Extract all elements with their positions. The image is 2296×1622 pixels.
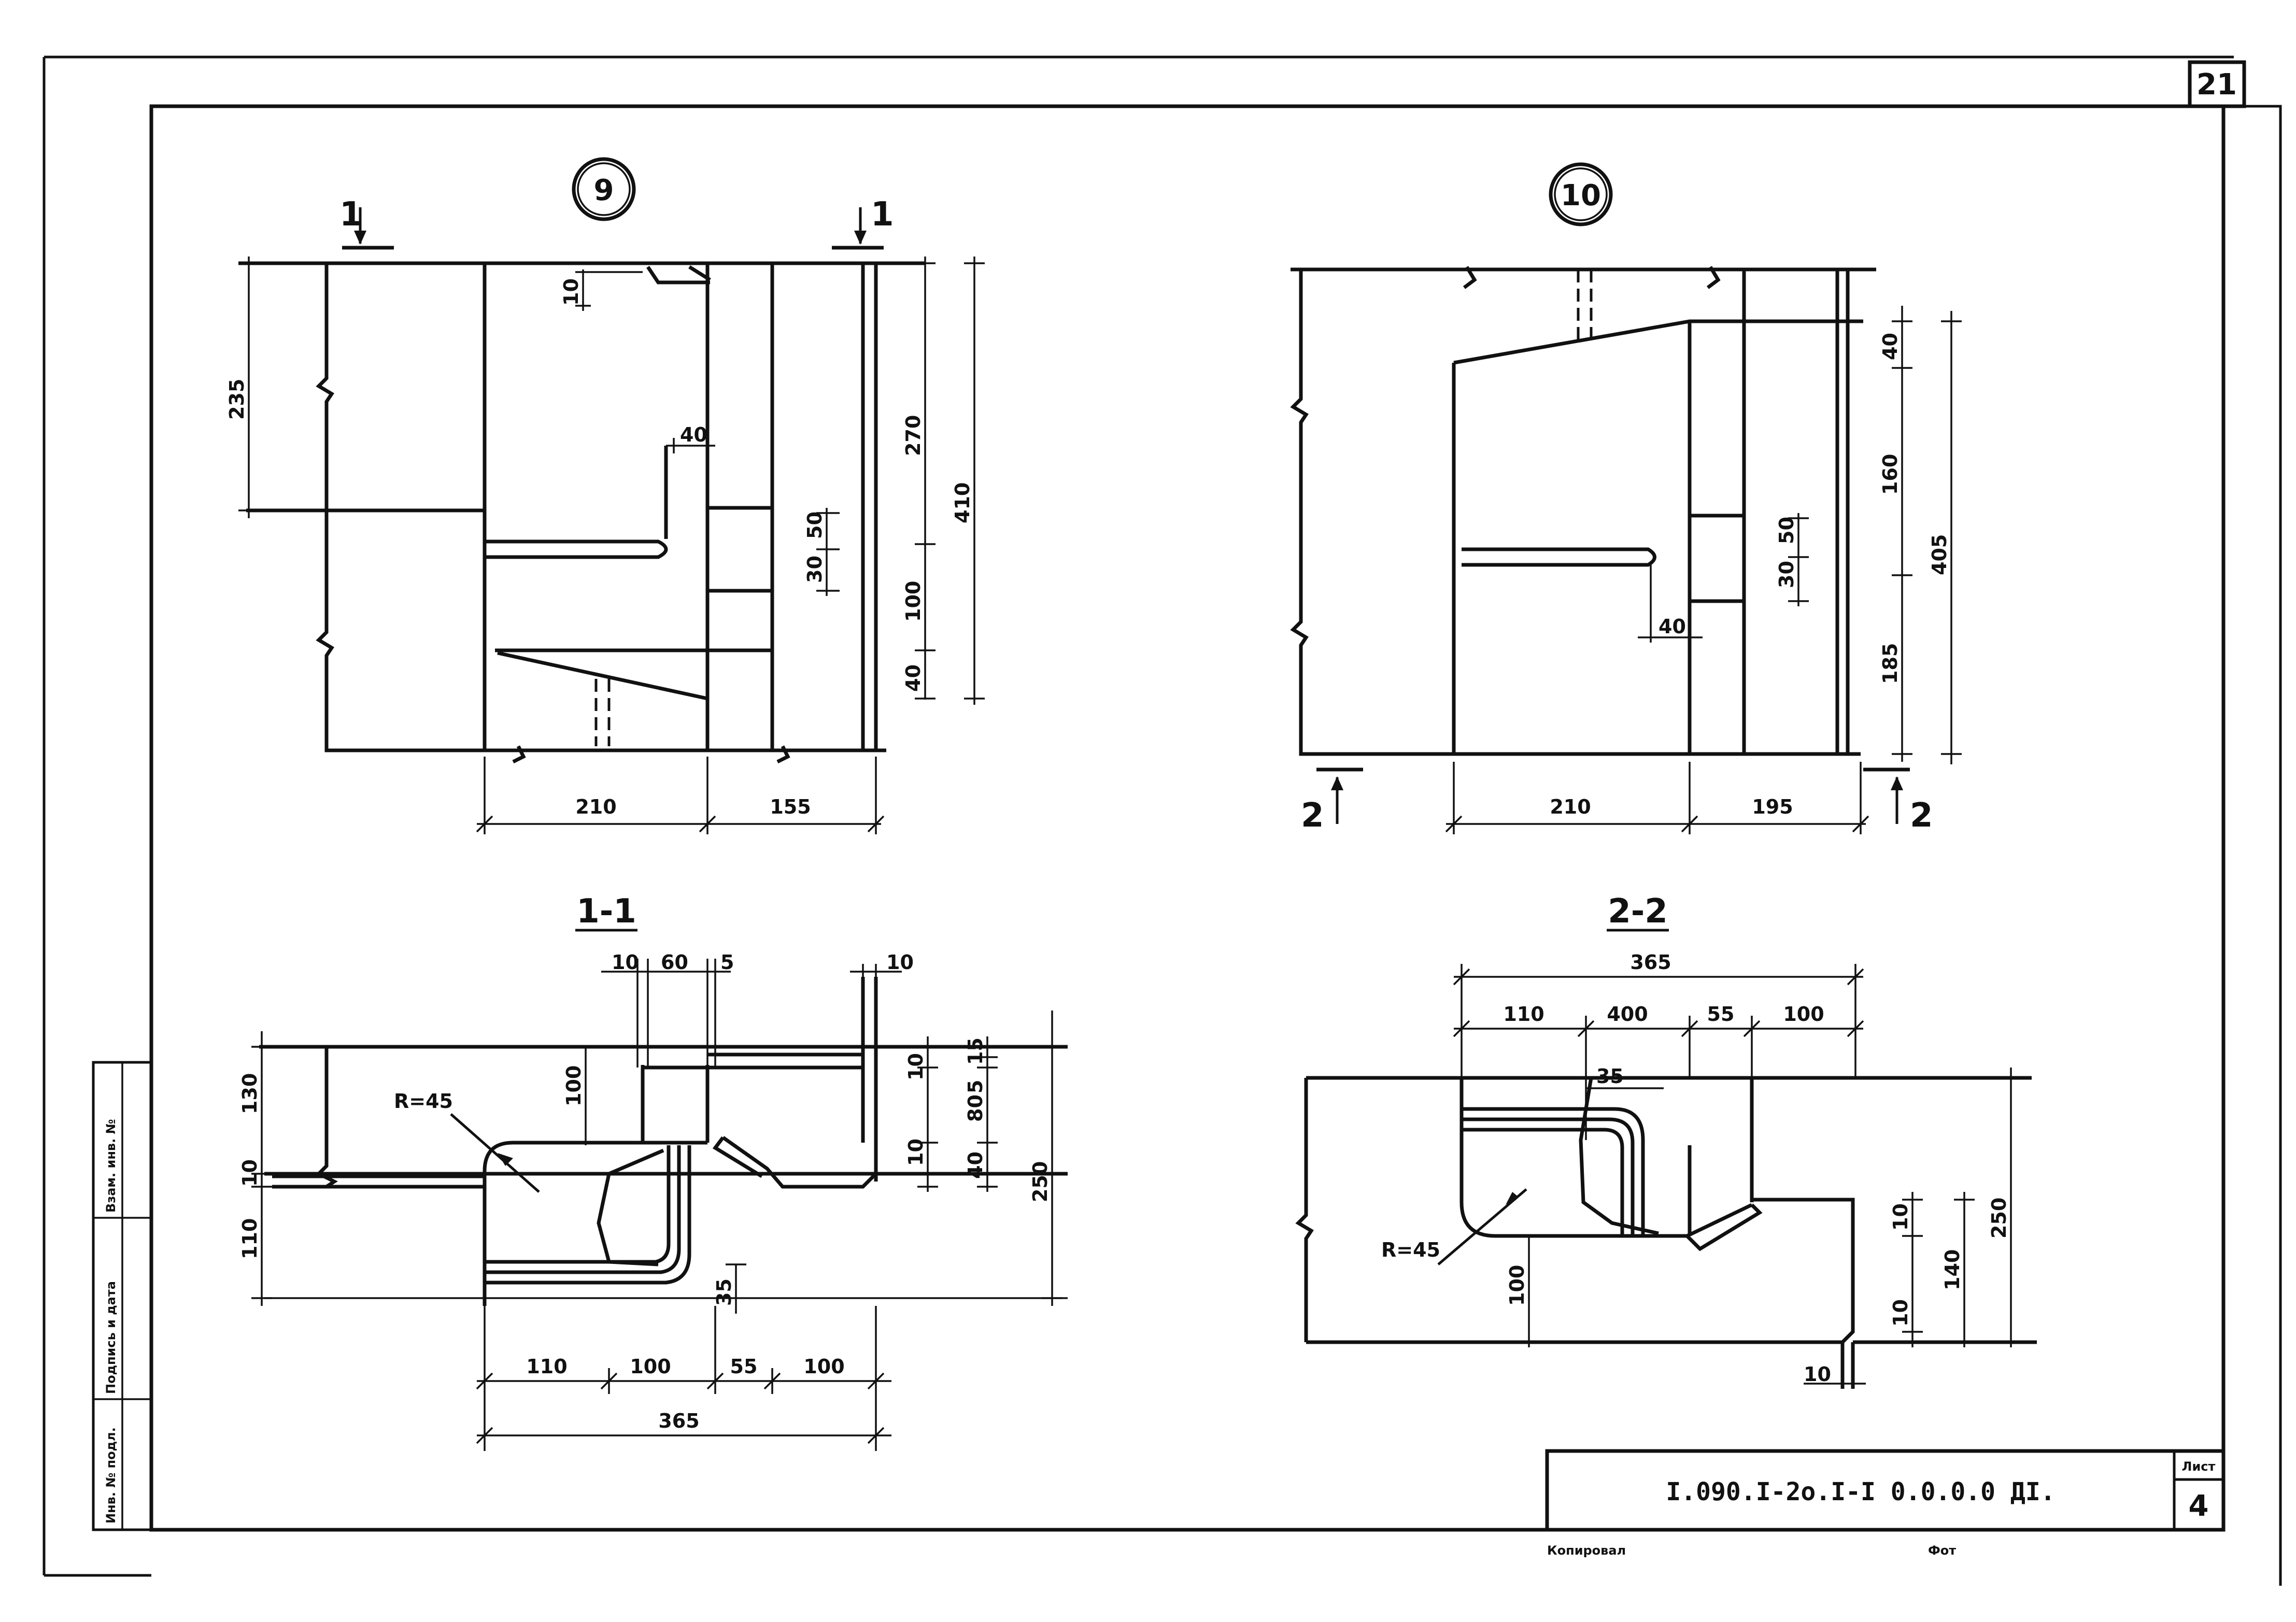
node10-dim-40: 40 xyxy=(1879,333,1902,360)
node-10-label: 10 xyxy=(1561,179,1601,212)
section11-dim-b110: 110 xyxy=(526,1355,567,1378)
node-9-label: 9 xyxy=(594,174,614,207)
cut-mark-2-left: 2 xyxy=(1301,796,1324,835)
section22-dim-140: 140 xyxy=(1941,1249,1964,1290)
section22-dim-365: 365 xyxy=(1630,951,1671,974)
node9-dim-270: 270 xyxy=(902,415,925,456)
section22-dim-55: 55 xyxy=(1707,1003,1735,1026)
section11-dim-r10b: 10 xyxy=(904,1139,927,1166)
sheet-frames xyxy=(42,55,2282,1586)
section-1-1-view: 1-1 R=45 10 60 5 10 130 10 110 xyxy=(238,892,1068,1451)
node10-dim-50: 50 xyxy=(1775,517,1798,544)
section11-dim-110: 110 xyxy=(238,1218,261,1259)
section22-dim-100-left: 100 xyxy=(1506,1265,1528,1306)
section22-dim-110: 110 xyxy=(1503,1003,1544,1026)
sheet-label: Лист xyxy=(2182,1459,2216,1474)
section11-dim-130: 130 xyxy=(238,1073,261,1114)
section22-dim-10c: 10 xyxy=(1804,1363,1831,1386)
section11-dim-40: 40 xyxy=(964,1151,987,1179)
corner-number: 21 xyxy=(2196,68,2237,102)
node10-dim-185: 185 xyxy=(1879,643,1902,684)
section11-radius: R=45 xyxy=(394,1090,453,1113)
section11-dim-100: 100 xyxy=(562,1065,585,1106)
section11-dim-r10a: 10 xyxy=(904,1053,927,1080)
stamp-signature-date: Подпись и дата xyxy=(104,1281,118,1394)
node-9-view: 9 1 1 235 10 40 50 30 270 100 40 xyxy=(225,157,985,834)
corner-number-box: 21 xyxy=(2188,60,2246,108)
section11-dim-5: 5 xyxy=(720,951,734,974)
section11-dim-35: 35 xyxy=(713,1278,735,1306)
node10-dim-210: 210 xyxy=(1550,795,1591,818)
node10-dim-30: 30 xyxy=(1775,561,1798,588)
section11-dim-365: 365 xyxy=(658,1410,699,1432)
section11-dim-10: 10 xyxy=(238,1159,261,1187)
section11-dim-b55: 55 xyxy=(730,1355,758,1378)
node9-dim-210: 210 xyxy=(575,795,616,818)
node-10-view: 10 2 2 50 30 40 40 160 185 405 210 195 xyxy=(1290,162,1962,835)
document-designation: I.090.I-2о.I-I 0.0.0.0 ДI. xyxy=(1666,1477,2055,1506)
section-1-1-title: 1-1 xyxy=(576,892,636,931)
section22-dim-10a: 10 xyxy=(1889,1203,1912,1231)
node9-dim-100: 100 xyxy=(902,581,925,622)
section-2-2-title: 2-2 xyxy=(1608,892,1668,931)
section11-dim-10a: 10 xyxy=(612,951,639,974)
side-stamp: Взам. инв. № Подпись и дата Инв. № подл. xyxy=(92,1061,153,1531)
node10-dim-405: 405 xyxy=(1928,534,1951,575)
node9-dim-30: 30 xyxy=(803,556,826,583)
node9-dim-50: 50 xyxy=(803,511,826,539)
section22-dim-250: 250 xyxy=(1988,1198,2010,1239)
section11-dim-15: 15 xyxy=(964,1037,987,1065)
title-block: I.090.I-2о.I-I 0.0.0.0 ДI. Лист 4 Копиро… xyxy=(1545,1449,2226,1558)
footer-copied-by: Копировал xyxy=(1547,1543,1626,1558)
stamp-replacement-inv: Взам. инв. № xyxy=(104,1119,118,1213)
section11-dim-10b: 10 xyxy=(886,951,914,974)
node10-dim-160: 160 xyxy=(1879,454,1902,495)
section11-dim-250: 250 xyxy=(1029,1161,1052,1202)
section22-dim-35: 35 xyxy=(1596,1065,1624,1088)
node9-dim-10: 10 xyxy=(560,278,583,306)
node10-dim-195: 195 xyxy=(1752,795,1793,818)
section11-dim-b100: 100 xyxy=(630,1355,671,1378)
section22-radius: R=45 xyxy=(1381,1239,1440,1261)
node9-dim-155: 155 xyxy=(770,795,811,818)
node9-dim-40-top: 40 xyxy=(680,423,707,446)
section11-dim-r5: 5 xyxy=(964,1080,987,1093)
node9-dim-235: 235 xyxy=(225,379,248,420)
section22-dim-10b: 10 xyxy=(1889,1299,1912,1327)
cut-mark-2-right: 2 xyxy=(1910,796,1933,835)
cut-mark-1-right: 1 xyxy=(871,195,894,234)
node9-dim-40-bottom: 40 xyxy=(902,664,925,692)
section11-dim-b100b: 100 xyxy=(803,1355,844,1378)
section22-dim-100: 100 xyxy=(1783,1003,1824,1026)
sheet-number: 4 xyxy=(2189,1489,2209,1523)
node10-dim-40-small: 40 xyxy=(1659,615,1686,638)
cut-mark-1-left: 1 xyxy=(339,195,363,234)
section-2-2-view: 2-2 R=45 365 110 400 55 100 35 100 xyxy=(1295,892,2037,1389)
section11-dim-60: 60 xyxy=(661,951,688,974)
stamp-original-inv: Инв. № подл. xyxy=(104,1427,118,1524)
node9-dim-410: 410 xyxy=(951,482,974,523)
section22-dim-400: 400 xyxy=(1607,1003,1648,1026)
section11-dim-80: 80 xyxy=(964,1094,987,1122)
footer-format: Фот xyxy=(1928,1543,1956,1558)
